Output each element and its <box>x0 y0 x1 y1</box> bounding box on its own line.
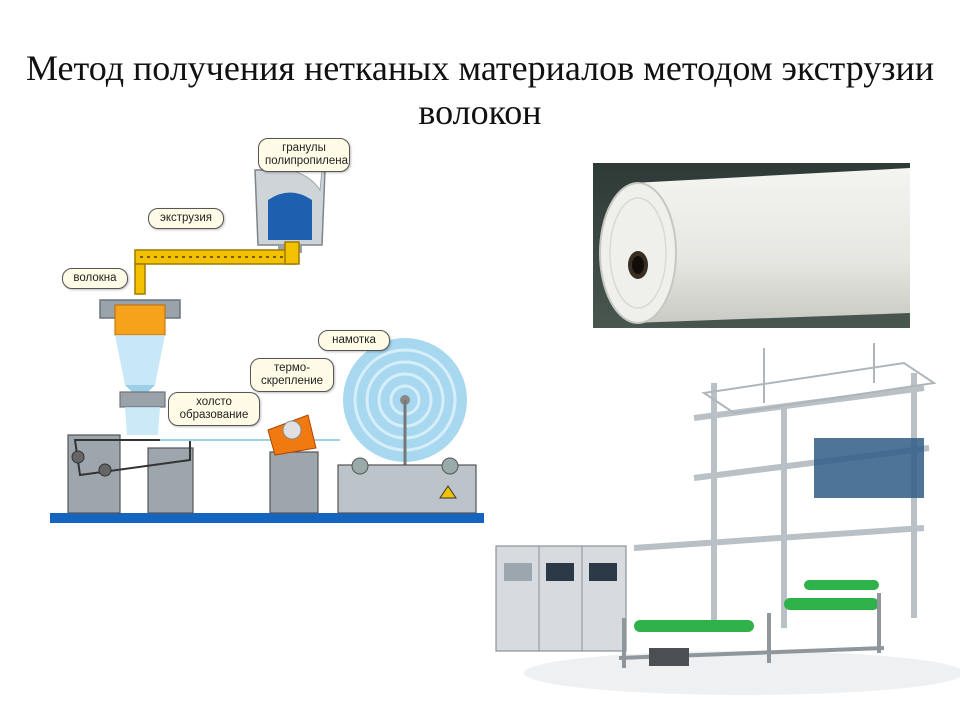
control-cabinets <box>495 545 627 652</box>
extruder-screw <box>134 241 300 295</box>
slide-title: Метод получения нетканых материалов мето… <box>25 48 934 128</box>
production-line-photo <box>484 328 960 720</box>
process-illustration <box>50 169 490 523</box>
thermobonding-unit <box>267 414 319 514</box>
winding-unit <box>337 338 477 514</box>
callout-extrusion: экструзия <box>148 208 224 229</box>
callout-winding: намотка <box>318 330 390 351</box>
conveyor-base <box>50 513 490 523</box>
production-line-image <box>484 328 960 720</box>
drive-motor <box>649 648 689 666</box>
web-forming-unit <box>119 391 166 435</box>
granule-hopper <box>254 169 326 253</box>
green-rollers <box>634 580 879 632</box>
callout-fibers: волокна <box>62 268 128 289</box>
title-container: Метод получения нетканых материалов мето… <box>0 46 960 128</box>
spinneret <box>99 299 181 392</box>
extrusion-process-diagram: гранулы полипропилена экструзия волокна … <box>40 130 490 530</box>
top-rails <box>701 343 937 415</box>
melt-housing <box>814 438 924 498</box>
nonwoven-roll-photo <box>593 163 910 330</box>
callout-thermobonding: термо- скрепление <box>250 358 334 392</box>
callout-web-forming: холсто образование <box>168 392 260 426</box>
callout-granules: гранулы полипропилена <box>258 138 350 172</box>
nonwoven-roll-image <box>593 163 910 330</box>
conveyor-belt <box>67 434 340 514</box>
